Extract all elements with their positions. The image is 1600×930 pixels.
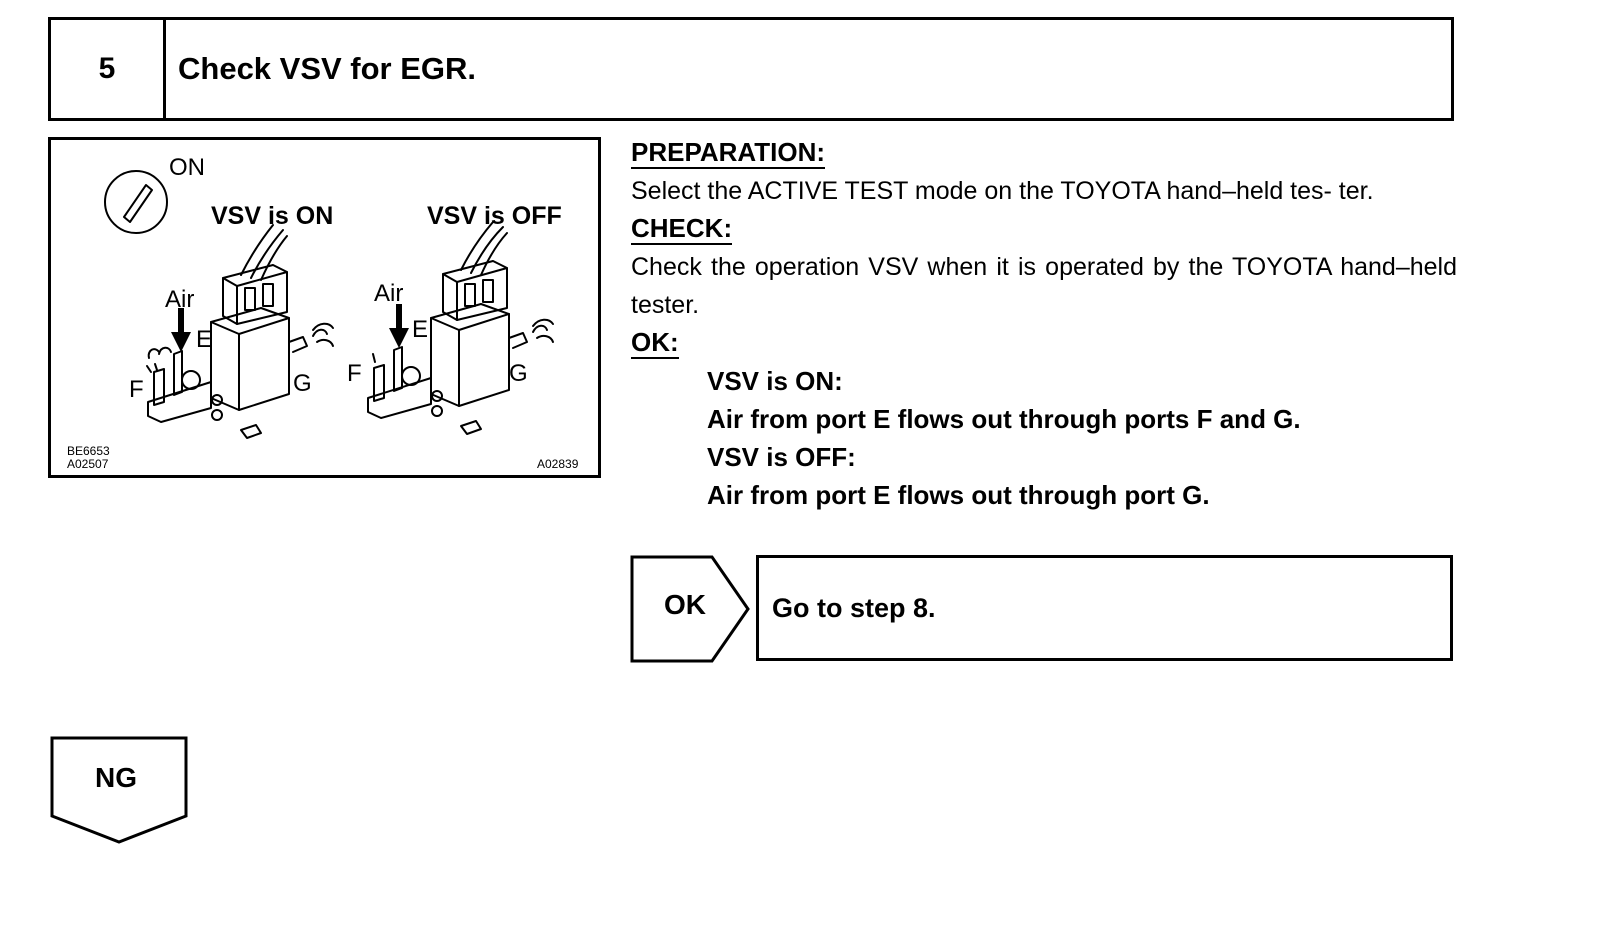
left-port-f-label: F — [129, 376, 144, 403]
instructions: PREPARATION: Select the ACTIVE TEST mode… — [631, 134, 1457, 514]
vsv-off-valve — [367, 221, 554, 435]
left-port-air-label: Air — [165, 286, 195, 313]
check-heading: CHECK: — [631, 213, 733, 245]
ignition-key-icon — [104, 170, 168, 234]
preparation-heading: PREPARATION: — [631, 137, 826, 169]
check-text: Check the operation VSV when it is opera… — [631, 253, 1457, 319]
down-arrow-tag-icon — [50, 736, 188, 844]
vsv-illustration: ON VSV is ON VSV is OFF Air E F G Air E … — [48, 137, 601, 478]
right-port-f-label: F — [347, 360, 362, 387]
ok-tag-label: OK — [664, 589, 706, 620]
left-port-e-label: E — [196, 326, 213, 353]
ok-action-box: Go to step 8. — [756, 555, 1453, 661]
ok-spec-line: VSV is OFF: — [707, 442, 856, 472]
figure-code-3: A02839 — [537, 457, 579, 471]
vsv-off-heading: VSV is OFF — [427, 202, 562, 230]
step-number: 5 — [51, 20, 166, 118]
vsv-drawing — [104, 170, 554, 439]
ok-tag: OK — [630, 555, 752, 663]
ok-spec-line: Air from port E flows out through ports … — [707, 404, 1301, 434]
right-port-e-label: E — [412, 316, 429, 343]
step-title: Check VSV for EGR. — [178, 51, 477, 86]
ok-spec-heading: OK: — [631, 327, 679, 359]
vsv-on-heading: VSV is ON — [211, 202, 334, 230]
right-port-air-label: Air — [374, 280, 404, 307]
ok-spec-line: Air from port E flows out through port G… — [707, 480, 1210, 510]
ok-spec-line: VSV is ON: — [707, 366, 843, 396]
right-port-g-label: G — [509, 360, 528, 387]
air-puff-icon — [146, 322, 334, 373]
figure-code-2: A02507 — [67, 457, 109, 471]
figure-code-1: BE6653 — [67, 444, 110, 458]
ng-tag: NG — [50, 736, 190, 846]
ok-branch: OK Go to step 8. — [630, 555, 1455, 663]
air-arrow-icon — [171, 304, 409, 352]
ok-spec-block: VSV is ON: Air from port E flows out thr… — [631, 362, 1457, 514]
right-arrow-tag-icon — [630, 555, 750, 663]
ng-tag-label: NG — [95, 762, 137, 793]
preparation-text: Select the ACTIVE TEST mode on the TOYOT… — [631, 177, 1374, 205]
left-port-g-label: G — [293, 370, 312, 397]
ignition-on-label: ON — [169, 154, 205, 181]
step-header: 5 Check VSV for EGR. — [48, 17, 1454, 121]
vsv-on-valve — [146, 224, 334, 439]
